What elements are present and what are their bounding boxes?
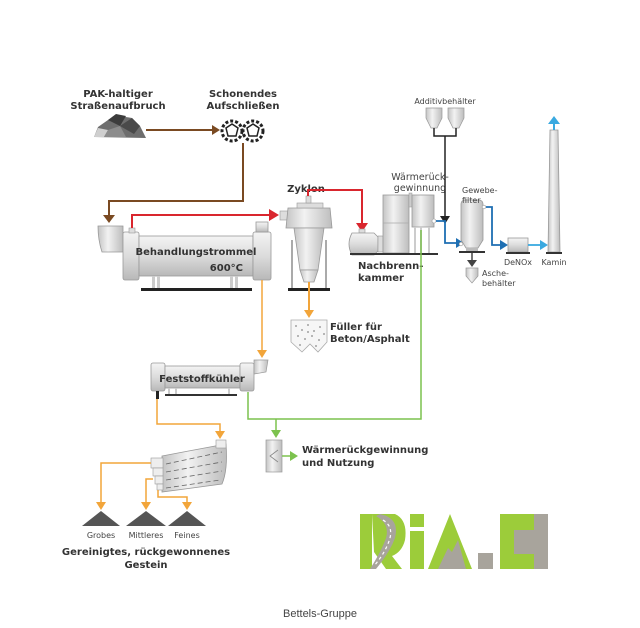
filler-label-1: Füller für bbox=[330, 322, 382, 333]
screen-sieve bbox=[150, 439, 227, 493]
coarse-output-line bbox=[100, 462, 151, 503]
cyclone-label: Zyklon bbox=[287, 184, 325, 195]
filler-bin-icon bbox=[290, 319, 328, 353]
schonendes-label-2: Aufschließen bbox=[207, 101, 280, 112]
chimney-label: Kamin bbox=[541, 258, 566, 267]
flue-gas-line-2 bbox=[486, 206, 502, 246]
rubble-pile-icon bbox=[94, 114, 146, 138]
medium-label: Mittleres bbox=[129, 531, 164, 540]
afterburner-label-2: kammer bbox=[358, 273, 404, 284]
fine-pile-icon bbox=[168, 511, 206, 526]
rock-label-1: Gereinigtes, rückgewonnenes bbox=[62, 547, 230, 558]
flue-gas-line-1 bbox=[436, 220, 458, 244]
schonendes-label-1: Schonendes bbox=[209, 89, 277, 100]
cooler-output-line bbox=[156, 399, 221, 432]
additive-silos bbox=[425, 107, 465, 224]
afterburner-label-1: Nachbrenn- bbox=[358, 261, 423, 272]
rock-label-2: Gestein bbox=[124, 560, 167, 571]
filter-label-1: Gewebe- bbox=[462, 186, 498, 195]
heat-recovery-unit bbox=[350, 192, 438, 255]
ash-label-1: Asche- bbox=[482, 269, 509, 278]
solids-cooler bbox=[150, 359, 269, 399]
chimney bbox=[546, 116, 562, 254]
fabric-filter bbox=[458, 199, 487, 253]
coarse-pile-icon bbox=[82, 511, 120, 526]
fine-label: Feines bbox=[174, 531, 199, 540]
cyclone bbox=[279, 195, 333, 291]
ash-container bbox=[465, 267, 479, 284]
heat-exchanger bbox=[265, 439, 283, 473]
material-feed-line bbox=[108, 143, 244, 216]
riah-logo bbox=[360, 514, 548, 569]
drum-label: Behandlungstrommel bbox=[136, 247, 257, 258]
additive-label: Additivbehälter bbox=[414, 97, 476, 106]
cooler-label: Feststoffkühler bbox=[159, 374, 245, 385]
treatment-drum bbox=[97, 221, 272, 291]
afterburner-chamber bbox=[348, 228, 384, 256]
heat-recovery-line bbox=[247, 230, 422, 420]
heat-use-label-2: und Nutzung bbox=[302, 458, 374, 469]
heat-recovery-label-2: gewinnung bbox=[394, 183, 446, 194]
temperature-label: 600°C bbox=[210, 263, 243, 274]
heat-output-arrow bbox=[290, 451, 298, 461]
footer-credit: Bettels-Gruppe bbox=[283, 608, 357, 620]
coarse-label: Grobes bbox=[87, 531, 115, 540]
denox-unit bbox=[506, 237, 530, 254]
pak-label-2: Straßenaufbruch bbox=[70, 101, 165, 112]
filler-label-2: Beton/Asphalt bbox=[330, 334, 410, 345]
ash-label-2: behälter bbox=[482, 279, 516, 288]
crusher-gears-icon bbox=[220, 119, 265, 143]
medium-pile-icon bbox=[126, 511, 166, 526]
hot-gas-line-2 bbox=[307, 189, 363, 224]
filter-label-2: filter bbox=[462, 196, 481, 205]
denox-label: DeNOx bbox=[504, 258, 532, 267]
hot-gas-line-1 bbox=[131, 214, 270, 228]
heat-use-label-1: Wärmerückgewinnung bbox=[302, 445, 428, 456]
fine-output-line bbox=[157, 490, 188, 503]
medium-output-line bbox=[145, 478, 153, 503]
heat-recovery-label-1: Wärmerück- bbox=[391, 172, 449, 183]
pak-label-1: PAK-haltiger bbox=[83, 89, 153, 100]
